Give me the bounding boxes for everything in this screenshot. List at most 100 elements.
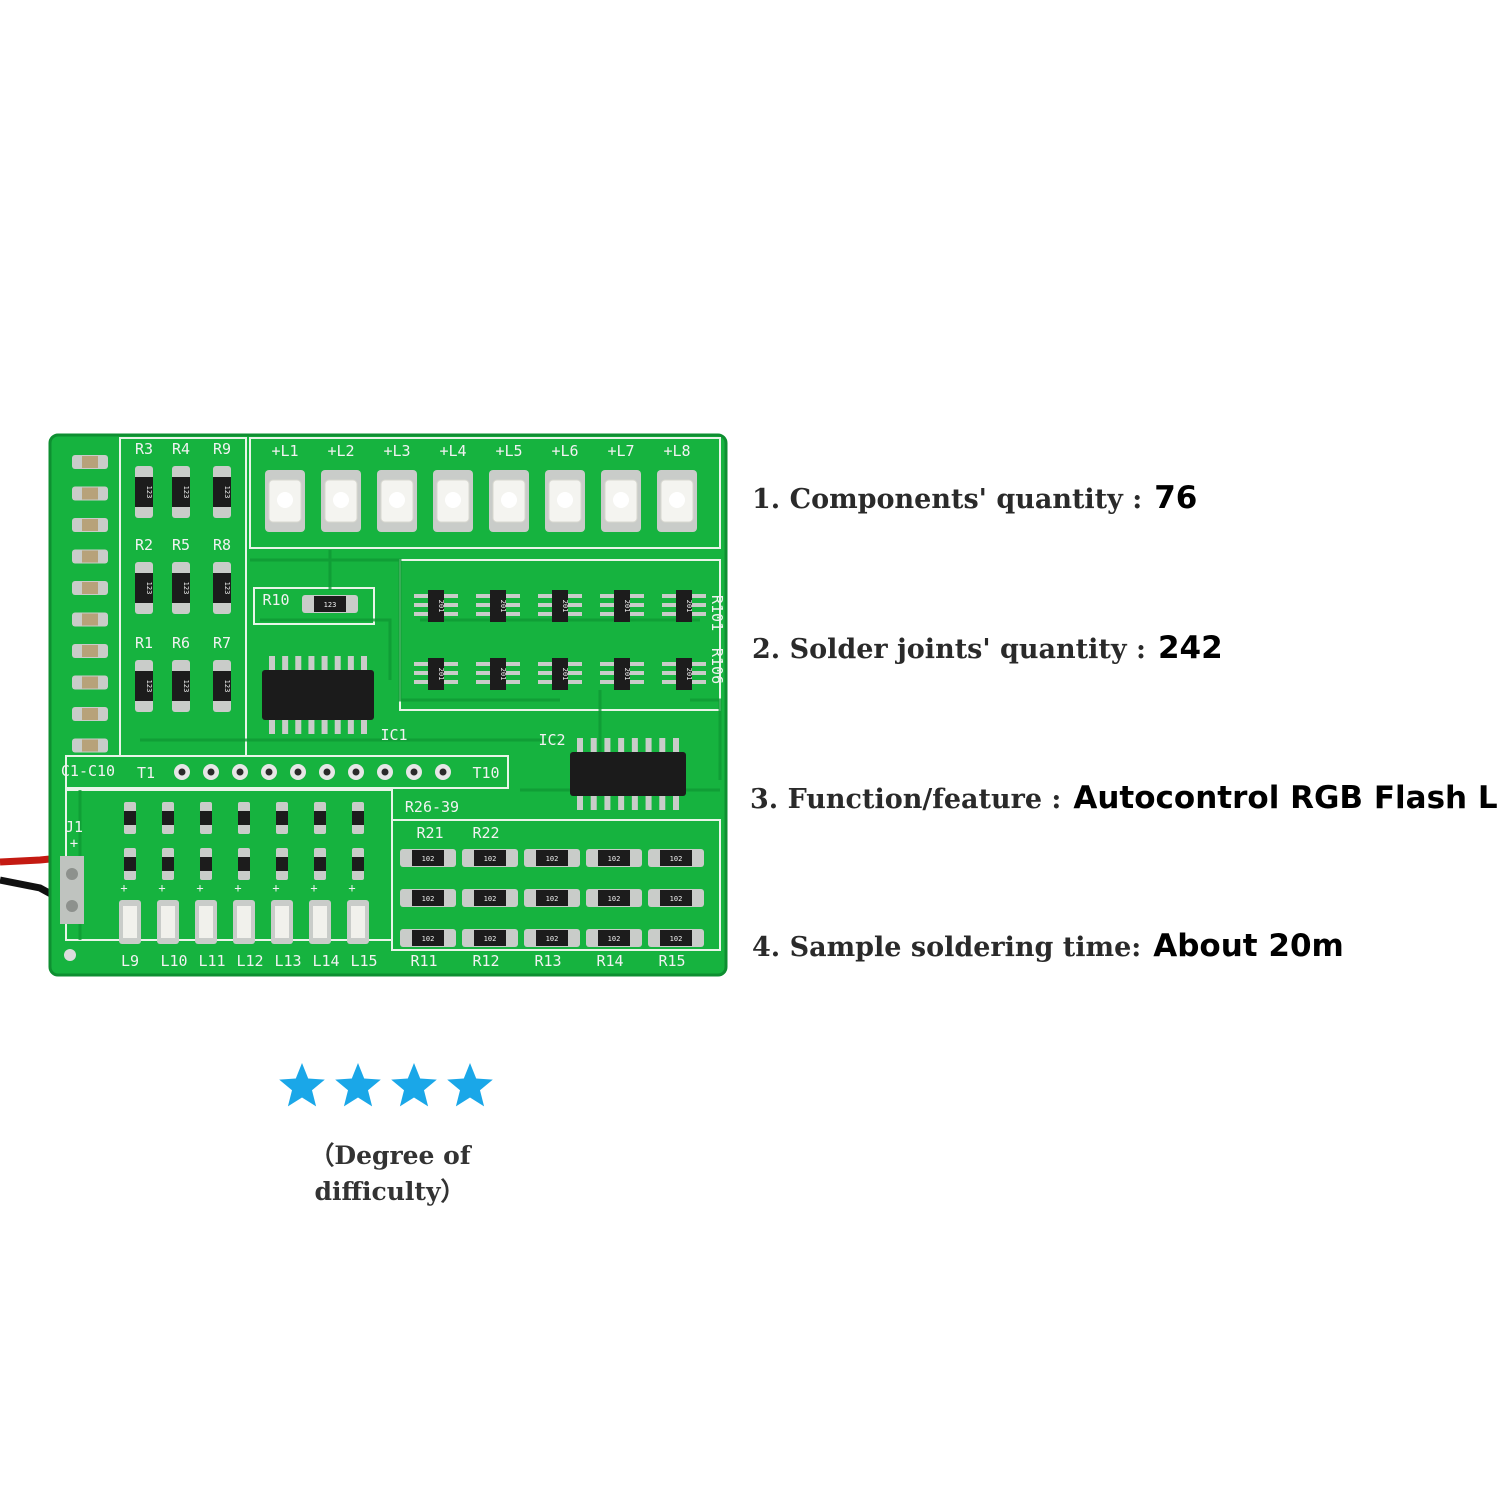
ic2-pin [618, 738, 625, 752]
small-resistor-body [314, 811, 326, 825]
resistor-grid-body [598, 850, 630, 866]
resistor-r6-body [172, 671, 190, 701]
label-resistor-r6: R6 [172, 634, 190, 652]
led-plus-mark: + [272, 881, 279, 895]
spec-label: 3. Function/feature : [750, 784, 1062, 815]
label-l12: L12 [236, 952, 263, 970]
resistor-grid-body [598, 890, 630, 906]
led-plus-mark: + [310, 881, 317, 895]
star-icon [391, 1063, 437, 1107]
transistor-code: 201 [623, 668, 631, 681]
label-resistor-r3: R3 [135, 440, 153, 458]
label-resistor-r1: R1 [135, 634, 153, 652]
label-r12: R12 [472, 952, 499, 970]
header-hole [294, 768, 302, 776]
resistor-r6-code: 123 [182, 680, 190, 693]
resistor-grid-code: 102 [670, 895, 683, 903]
transistor-body [676, 658, 692, 690]
led-top-lens-8 [669, 492, 685, 508]
difficulty-label: （Degree of difficulty） [309, 1141, 471, 1206]
transistor-body [676, 590, 692, 622]
label-led-top-3: +L3 [383, 442, 410, 460]
label-t1: T1 [137, 764, 155, 782]
capacitor-body [82, 550, 98, 563]
ic2-pin [659, 796, 666, 810]
small-resistor-body [238, 857, 250, 871]
transistor-code: 201 [499, 600, 507, 613]
transistor-body [614, 590, 630, 622]
label-led-top-7: +L7 [607, 442, 634, 460]
led-top-lens-1 [277, 492, 293, 508]
spec-components-quantity: 1. Components' quantity :76 [752, 480, 1197, 516]
ic1-pin [321, 656, 328, 670]
label-resistor-r2: R2 [135, 536, 153, 554]
header-hole [178, 768, 186, 776]
ic2-pin [604, 738, 611, 752]
resistor-grid-code: 102 [608, 855, 621, 863]
led-bottom-body [275, 906, 289, 938]
resistor-grid-code: 102 [484, 935, 497, 943]
capacitor-body [82, 645, 98, 657]
ic1-pin [295, 720, 302, 734]
spec-solder-joints-quantity: 2. Solder joints' quantity :242 [752, 630, 1223, 666]
transistor-body [428, 590, 444, 622]
ic1-pin [269, 656, 275, 670]
resistor-r5-body [172, 573, 190, 603]
ic2-pin [673, 796, 679, 810]
label-l13: L13 [274, 952, 301, 970]
capacitor-body [82, 739, 98, 752]
header-hole [323, 768, 331, 776]
label-led-top-1: +L1 [271, 442, 298, 460]
resistor-grid-body [474, 930, 506, 946]
transistor-body [552, 590, 568, 622]
label-r14: R14 [596, 952, 623, 970]
label-r15: R15 [658, 952, 685, 970]
small-resistor-body [276, 811, 288, 825]
ic1-pin [308, 656, 315, 670]
resistor-grid-code: 102 [608, 935, 621, 943]
transistor-code: 201 [437, 668, 445, 681]
header-hole [207, 768, 215, 776]
ic2-pin [673, 738, 679, 752]
capacitor-body [82, 676, 98, 689]
ic2-pin [645, 738, 652, 752]
ic1-pin [295, 656, 302, 670]
resistor-grid-body [474, 850, 506, 866]
led-bottom-body [237, 906, 251, 938]
ic1-pin [347, 656, 354, 670]
resistor-r3-body [135, 477, 153, 507]
star-icon [279, 1063, 325, 1107]
resistor-r5-code: 123 [182, 582, 190, 595]
led-bottom-body [199, 906, 213, 938]
label-led-top-2: +L2 [327, 442, 354, 460]
spec-value: 76 [1154, 480, 1198, 516]
label-led-top-5: +L5 [495, 442, 522, 460]
resistor-r1-code: 123 [145, 680, 153, 693]
label-resistor-r9: R9 [213, 440, 231, 458]
transistor-code: 201 [437, 600, 445, 613]
transistor-body [428, 658, 444, 690]
led-plus-mark: + [234, 881, 241, 895]
led-top-lens-4 [445, 492, 461, 508]
label-r106: R106 [708, 648, 726, 684]
led-bottom-body [161, 906, 175, 938]
resistor-grid-code: 102 [608, 895, 621, 903]
ic2-pin [645, 796, 652, 810]
label-l9: L9 [121, 952, 139, 970]
label-r21: R21 [416, 824, 443, 842]
difficulty-rating [279, 1063, 493, 1107]
small-resistor-body [276, 857, 288, 871]
label-r26-39: R26-39 [405, 798, 459, 816]
resistor-grid-code: 102 [546, 855, 559, 863]
led-top-lens-7 [613, 492, 629, 508]
j1-pad [66, 900, 78, 912]
resistor-grid-body [536, 850, 568, 866]
capacitor-body [82, 708, 98, 720]
resistor-grid-body [536, 890, 568, 906]
ic1-pin [308, 720, 315, 734]
j1-pad [66, 868, 78, 880]
resistor-r3-code: 123 [145, 486, 153, 499]
resistor-grid-body [412, 890, 444, 906]
j1-connector [60, 856, 84, 924]
